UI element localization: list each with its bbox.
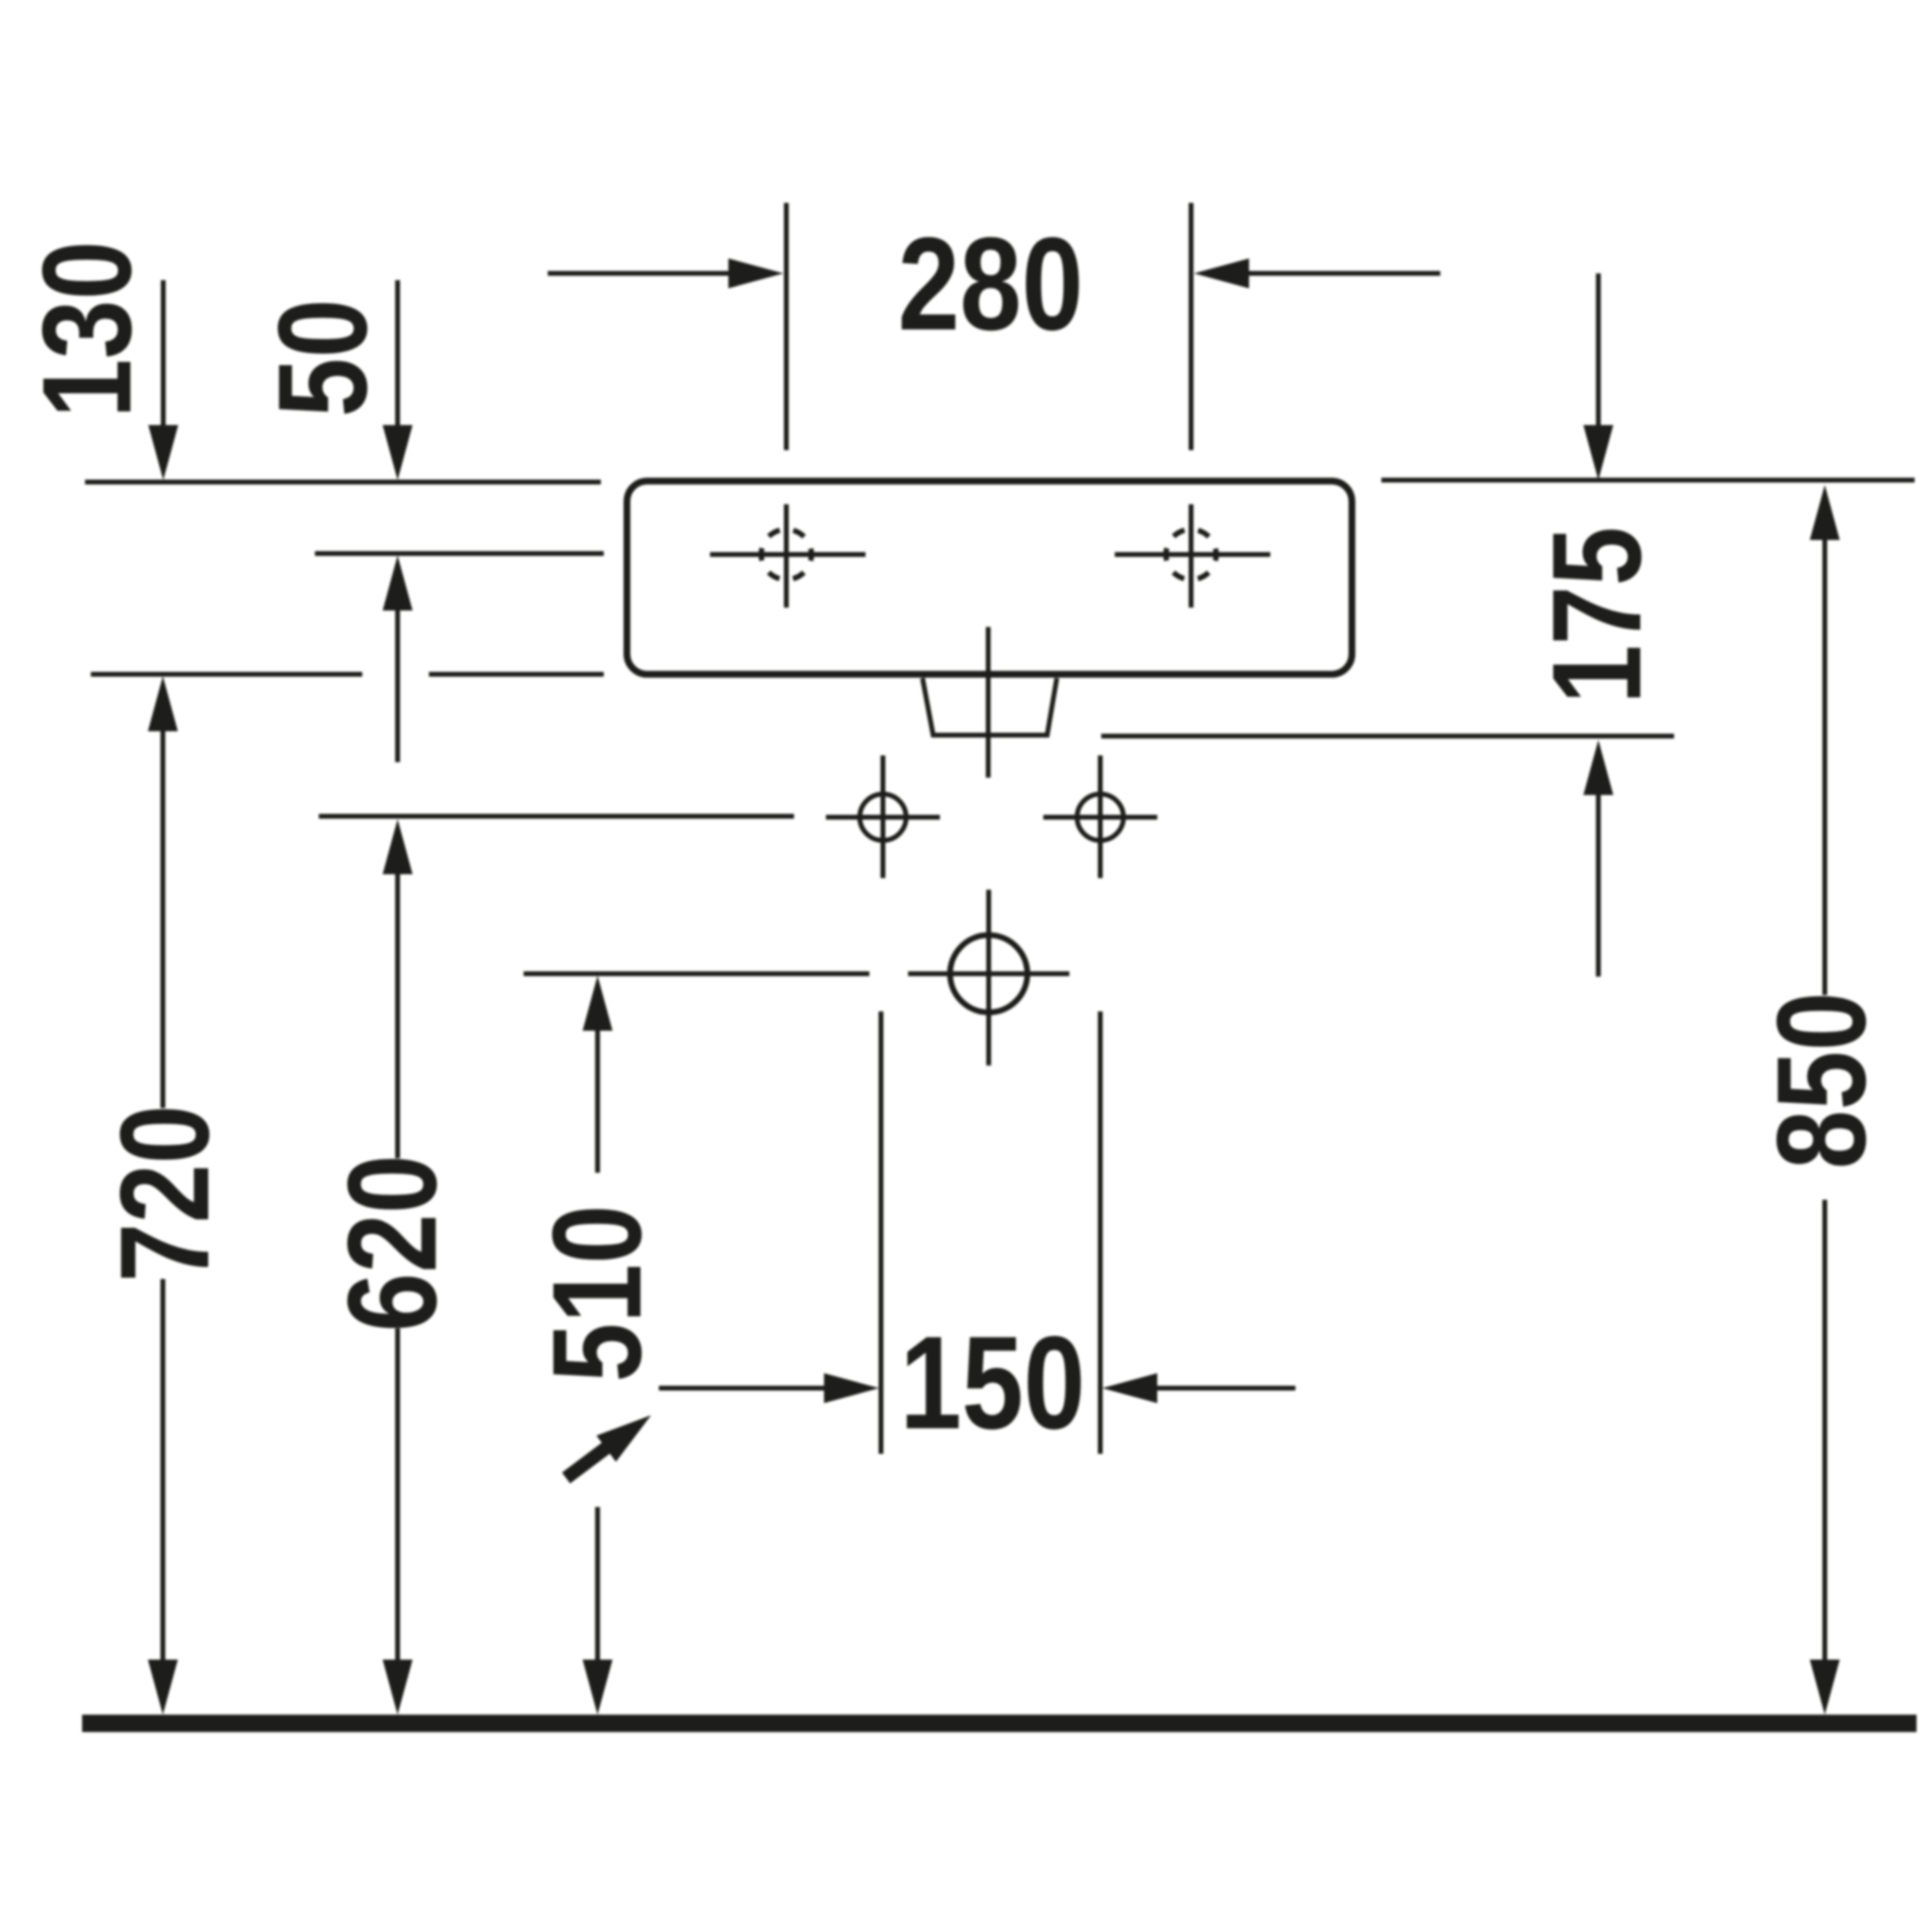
svg-text:280: 280	[898, 209, 1084, 357]
svg-text:175: 175	[1525, 526, 1667, 704]
svg-text:850: 850	[1749, 992, 1891, 1170]
svg-text:720: 720	[93, 1105, 235, 1283]
svg-text:130: 130	[15, 241, 157, 418]
svg-text:150: 150	[900, 1308, 1086, 1457]
svg-text:620: 620	[321, 1154, 463, 1332]
svg-text:50: 50	[251, 298, 393, 416]
svg-text:510: 510	[526, 1205, 668, 1382]
